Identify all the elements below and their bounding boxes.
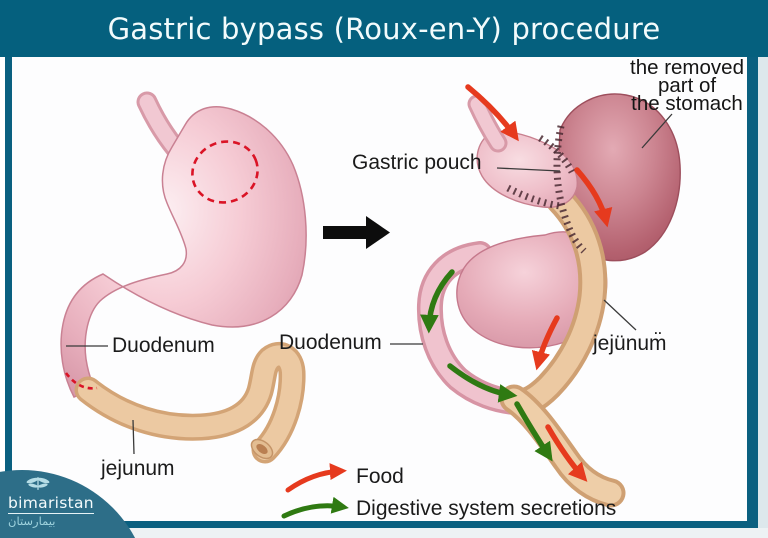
suture-marks bbox=[506, 125, 587, 254]
frame-right-border bbox=[747, 57, 758, 528]
gastric-pouch-label: Gastric pouch bbox=[352, 151, 482, 174]
dragonfly-icon bbox=[26, 477, 50, 490]
right-gutter bbox=[758, 57, 768, 538]
jejunum-before-label: jejunum bbox=[101, 457, 175, 480]
food-flow-arrows bbox=[465, 84, 613, 482]
stomach-before-illustration bbox=[60, 91, 307, 464]
duodenum-after-label: Duodenum bbox=[279, 331, 382, 354]
food-legend-label: Food bbox=[356, 465, 404, 488]
frame-left-border bbox=[5, 57, 12, 528]
jejunum-before-tube bbox=[74, 342, 306, 464]
leader-lines bbox=[66, 113, 673, 455]
gastric-pouch-outline-dashed bbox=[191, 140, 259, 204]
stomach-body-before bbox=[60, 105, 307, 398]
header-bar: Gastric bypass (Roux-en-Y) procedure bbox=[0, 0, 768, 57]
leader-gastric-pouch bbox=[496, 167, 561, 172]
frame-bottom-border bbox=[5, 521, 758, 528]
stomach-after-illustration bbox=[416, 84, 681, 508]
page-title: Gastric bypass (Roux-en-Y) procedure bbox=[107, 11, 661, 46]
procedure-arrow-icon bbox=[323, 216, 390, 249]
food-legend-arrow-icon bbox=[285, 463, 347, 493]
secretions-legend-label: Digestive system secretions bbox=[356, 497, 617, 520]
leader-jejunum-after bbox=[603, 299, 637, 331]
removed-part-label: the removed part of the stomach bbox=[630, 56, 744, 115]
duodenum-cut-dashed bbox=[64, 372, 98, 390]
leader-jejunum-before bbox=[132, 419, 135, 455]
secretions-flow-arrows bbox=[420, 269, 553, 462]
leader-removed-part bbox=[641, 113, 673, 149]
logo-wordmark: bimaristan bbox=[8, 494, 94, 514]
logo-wordmark-arabic: بيمارستان bbox=[8, 514, 56, 528]
secretions-legend-arrow-icon bbox=[281, 496, 349, 519]
duodenum-after-tube bbox=[416, 241, 529, 415]
jejunum-after-label: jejünum̈ bbox=[593, 332, 667, 355]
bottom-gutter bbox=[0, 528, 768, 538]
duodenum-before-label: Duodenum bbox=[112, 334, 215, 357]
